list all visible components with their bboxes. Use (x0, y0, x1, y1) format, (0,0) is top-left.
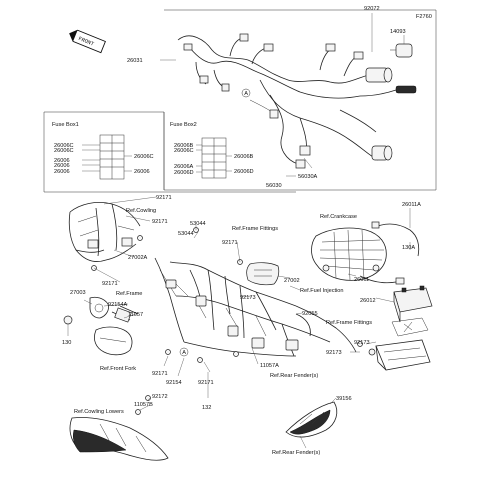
label-11057b: 11057B (134, 402, 153, 408)
label-27003: 27003 (70, 290, 86, 296)
fuse-box-1-title: Fuse Box1 (52, 122, 79, 128)
battery-cable-26011a (359, 221, 420, 285)
label-11057: 11057 (128, 312, 143, 318)
label-fb1-26006-c: 26006 (54, 169, 70, 175)
label-92173-c: 92173 (326, 350, 342, 356)
label-f2760: F2760 (416, 14, 432, 20)
label-fb2-26006b-b: 26006B (234, 154, 254, 160)
label-ref-crankcase: Ref.Crankcase (320, 214, 357, 220)
label-27002a: 27002A (128, 255, 148, 261)
label-26012: 26012 (360, 298, 376, 304)
label-92154a: 92154A (108, 302, 128, 308)
rear-fender-39156 (285, 401, 338, 438)
label-26011: 26011 (354, 277, 369, 283)
label-92171-e: 92171 (152, 371, 168, 377)
callout-circle-icon: A (179, 347, 189, 357)
label-fb2-26006c: 26006C (174, 148, 194, 154)
label-14093: 14093 (390, 29, 406, 35)
label-56030: 56030 (266, 183, 282, 189)
label-fb2-26006a: 26006A (174, 164, 194, 170)
label-26011a: 26011A (402, 202, 421, 208)
crankcase (311, 227, 387, 281)
label-92171-b: 92171 (152, 219, 168, 225)
label-11057a: 11057A (260, 363, 279, 369)
label-fb1-26006c-a: 26006C (54, 143, 74, 149)
grommet-130 (63, 315, 73, 336)
label-fb1-26006c-b: 26006C (54, 148, 74, 154)
label-ref-fuel-injection: Ref.Fuel Injection (300, 288, 344, 294)
label-53044-b: 53044 (178, 231, 194, 237)
front-label: FRONT (77, 36, 95, 48)
callout-circle-icon: A (241, 88, 251, 98)
label-ref-rear-fender-2: Ref.Rear Fender(s) (272, 450, 320, 456)
label-fb2-26006d-b: 26006D (234, 169, 254, 175)
label-fb1-26006-a: 26006 (54, 158, 70, 164)
label-ref-frame-fittings-1: Ref.Frame Fittings (232, 226, 278, 232)
label-92171-a: 92171 (156, 195, 172, 201)
fuse-box-2 (196, 137, 232, 179)
harness-plug (395, 85, 417, 94)
label-ref-cowling: Ref.Cowling (126, 208, 156, 214)
front-fork-area (94, 305, 139, 356)
label-92173-b: 92173 (354, 340, 370, 346)
label-92173-a: 92173 (240, 295, 256, 301)
relay-cylinder (365, 67, 393, 83)
frame-assembly (154, 257, 357, 357)
horn-27003 (83, 296, 109, 319)
callout-a-1: A (244, 91, 248, 97)
battery-26012 (393, 285, 433, 323)
label-fb2-26006b-a: 26006B (174, 143, 194, 149)
label-ref-cowling-lowers: Ref.Cowling Lowers (74, 409, 124, 415)
label-132: 132 (202, 405, 211, 411)
label-92171-d: 92171 (102, 281, 118, 287)
label-ref-front-fork: Ref.Front Fork (100, 366, 136, 372)
label-ref-frame: Ref.Frame (116, 291, 142, 297)
label-27002: 27002 (284, 278, 300, 284)
bulb-14093 (390, 43, 413, 58)
label-ref-frame-fittings-2: Ref.Frame Fittings (326, 320, 372, 326)
label-92072: 92072 (364, 6, 380, 12)
label-ref-rear-fender-1: Ref.Rear Fender(s) (270, 373, 318, 379)
front-arrow-icon: FRONT (69, 29, 106, 54)
main-harness (177, 33, 417, 169)
label-26031: 26031 (127, 58, 143, 64)
label-fb2-26006d-a: 26006D (174, 170, 194, 176)
label-56030a: 56030A (298, 174, 318, 180)
leader-lines (93, 13, 411, 449)
label-92171-f: 92171 (198, 380, 214, 386)
label-92055: 92055 (302, 311, 318, 317)
label-53044-a: 53044 (190, 221, 206, 227)
fuse-box-1 (82, 134, 132, 180)
battery-tray (368, 339, 431, 371)
label-130a: 130A (402, 245, 415, 251)
round-plug (371, 145, 393, 161)
battery-pad (391, 317, 429, 337)
fasteners (91, 227, 363, 415)
lower-cowl (69, 417, 169, 461)
bracket-92055 (295, 313, 311, 337)
ecu-27002 (246, 262, 280, 286)
label-fb1-26006-b: 26006 (54, 163, 70, 169)
label-92172: 92172 (152, 394, 168, 400)
label-92171-c: 92171 (222, 240, 238, 246)
label-92154: 92154 (166, 380, 182, 386)
label-39156: 39156 (336, 396, 352, 402)
label-fb1-26006c-c: 26006C (134, 154, 154, 160)
label-fb1-26006-d: 26006 (134, 169, 150, 175)
callout-a-2: A (182, 350, 186, 356)
label-130: 130 (62, 340, 71, 346)
fuse-box-2-title: Fuse Box2 (170, 122, 197, 128)
